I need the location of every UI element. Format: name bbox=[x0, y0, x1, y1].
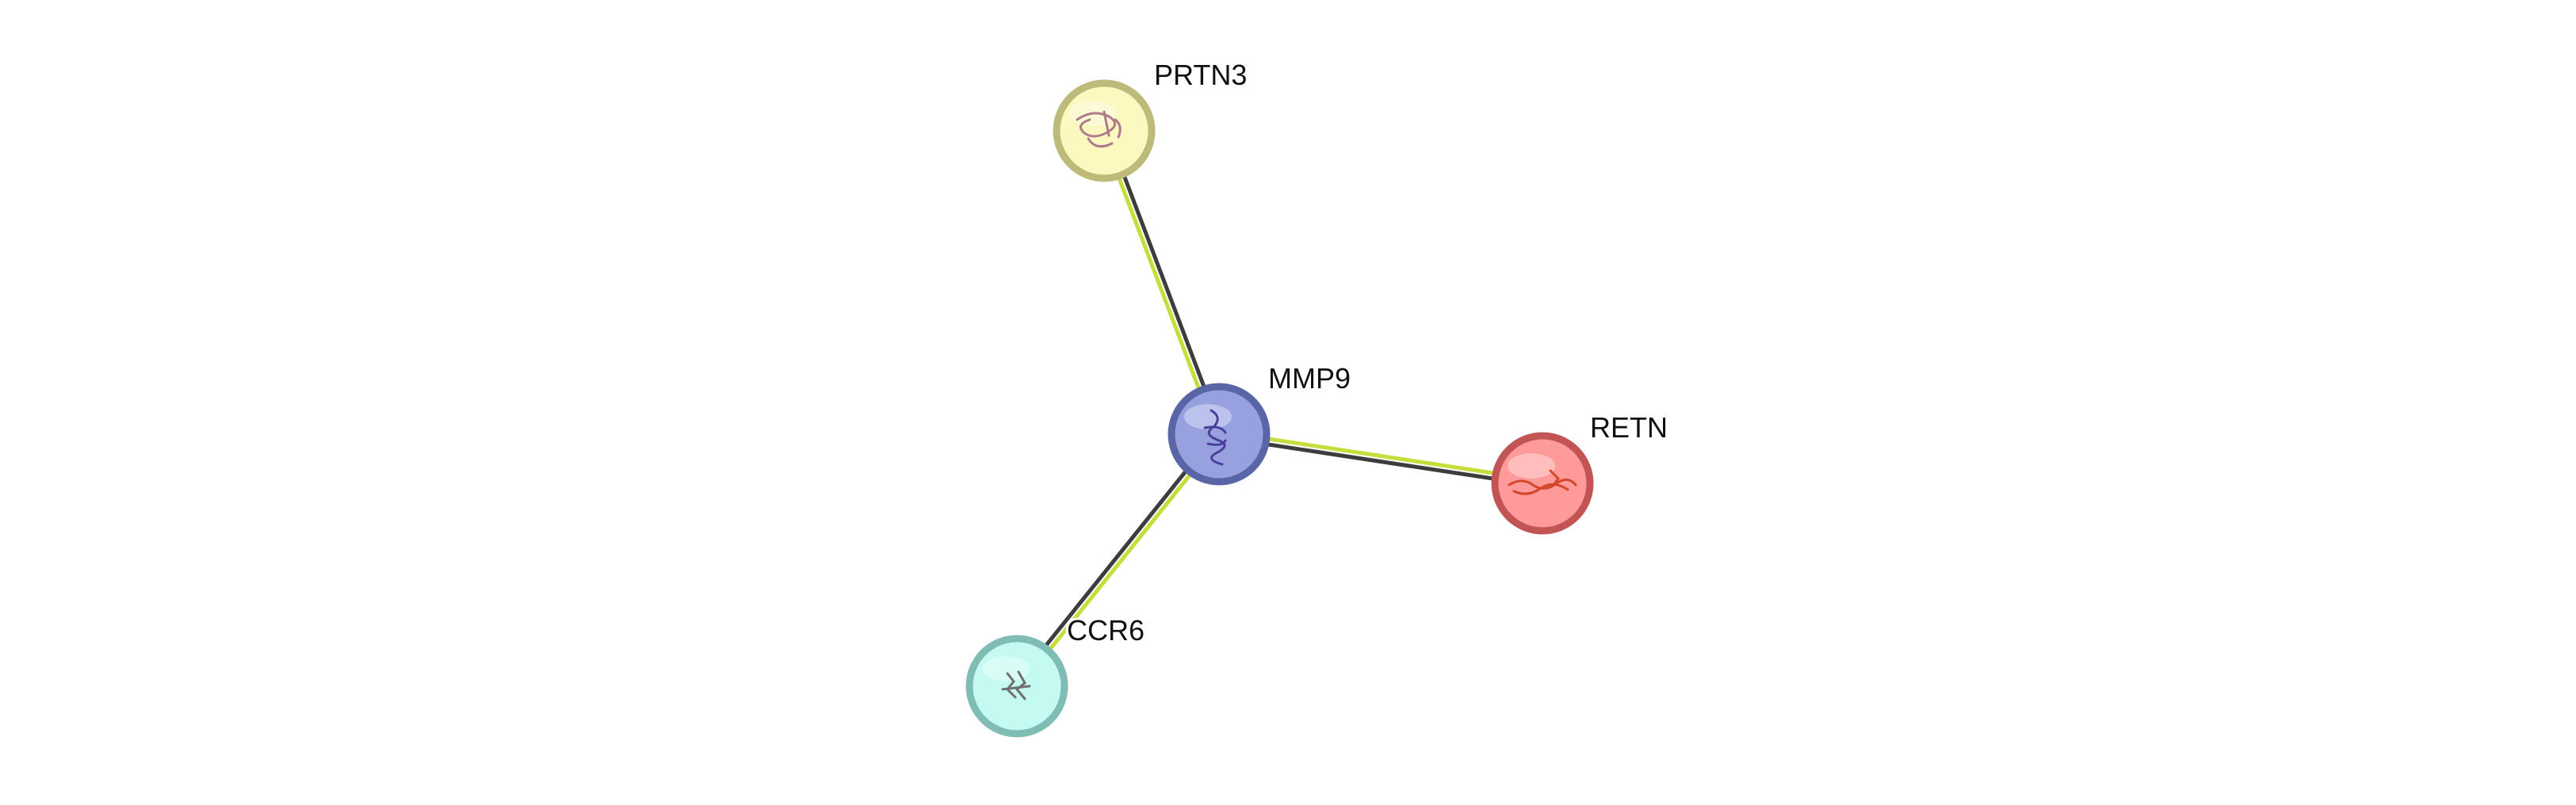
node-circle[interactable] bbox=[1168, 383, 1271, 486]
node-label: MMP9 bbox=[1268, 362, 1351, 395]
node-circle[interactable] bbox=[1053, 79, 1156, 182]
node-retn[interactable]: RETN bbox=[1491, 409, 1670, 535]
node-highlight bbox=[982, 656, 1030, 681]
node-circle[interactable] bbox=[1491, 432, 1594, 535]
node-label: PRTN3 bbox=[1154, 59, 1247, 91]
edges-layer bbox=[1013, 128, 1543, 689]
node-label: CCR6 bbox=[1067, 614, 1145, 647]
edge-evidence-line bbox=[1099, 131, 1219, 437]
edge-mmp9-ccr6[interactable] bbox=[1013, 431, 1223, 689]
edge-evidence-line bbox=[1104, 128, 1224, 434]
protein-structure-icon bbox=[1076, 110, 1122, 148]
node-highlight bbox=[1184, 404, 1232, 429]
edge-mmp9-prtn3[interactable] bbox=[1099, 128, 1224, 437]
node-ccr6[interactable]: CCR6 bbox=[965, 612, 1147, 738]
protein-structure-icon bbox=[1001, 670, 1031, 700]
edge-evidence-line bbox=[1219, 429, 1543, 483]
edge-mmp9-retn[interactable] bbox=[1218, 429, 1543, 488]
protein-structure-icon bbox=[1508, 469, 1577, 495]
edge-evidence-line bbox=[1017, 434, 1223, 689]
node-highlight bbox=[1508, 453, 1555, 479]
protein-structure-icon bbox=[1203, 409, 1227, 466]
node-mmp9[interactable]: MMP9 bbox=[1168, 360, 1353, 486]
edge-evidence-line bbox=[1218, 434, 1542, 488]
node-label: RETN bbox=[1590, 411, 1668, 444]
node-circle[interactable] bbox=[965, 635, 1068, 738]
edge-evidence-line bbox=[1013, 431, 1219, 686]
node-prtn3[interactable]: PRTN3 bbox=[1053, 56, 1249, 182]
